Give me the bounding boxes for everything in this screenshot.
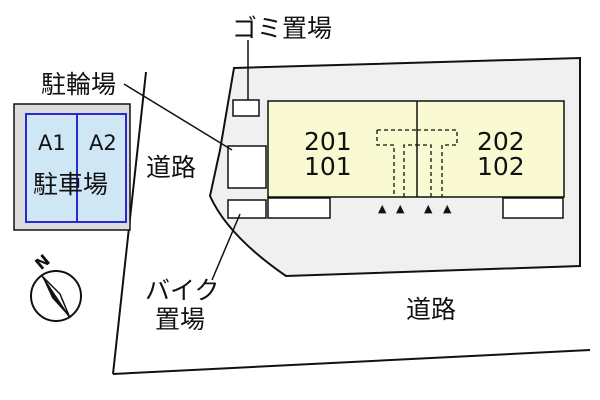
balcony-left	[267, 197, 331, 219]
building-outline	[267, 100, 565, 198]
entrance-marker: ▲	[396, 202, 405, 215]
road-edge-south	[112, 349, 591, 375]
bike-label-line1: バイク	[145, 276, 220, 305]
building	[267, 100, 565, 198]
entrance-marker: ▲	[443, 202, 452, 215]
compass-needle-light	[41, 275, 71, 319]
stair-right-dashed	[417, 129, 458, 197]
unit-101: 101	[304, 152, 352, 181]
balcony-right	[502, 197, 564, 219]
parking-lot	[13, 103, 131, 231]
entrance-marker: ▲	[424, 202, 433, 215]
garbage-label: ゴミ置場	[232, 14, 332, 43]
road-label-south: 道路	[406, 295, 456, 324]
entrance-marker: ▲	[378, 202, 387, 215]
compass-north-letter: N	[31, 250, 53, 273]
bike-parking-box	[227, 199, 267, 219]
compass: N	[30, 250, 82, 322]
leader-bike	[211, 213, 241, 281]
stair-left-dashed	[376, 129, 417, 197]
parking-space-a2: A2	[89, 131, 117, 155]
unit-201: 201	[304, 127, 352, 156]
unit-202: 202	[477, 127, 525, 156]
parking-space-a1: A1	[38, 131, 66, 155]
garbage-area-box	[232, 99, 260, 117]
bike-label-line2: 置場	[155, 305, 205, 334]
leader-bicycle	[123, 83, 233, 151]
unit-102: 102	[477, 152, 525, 181]
bicycle-label: 駐輪場	[41, 70, 116, 99]
bicycle-parking-box	[227, 145, 267, 189]
road-label-west: 道路	[146, 153, 196, 182]
parking-label: 駐車場	[33, 170, 108, 199]
